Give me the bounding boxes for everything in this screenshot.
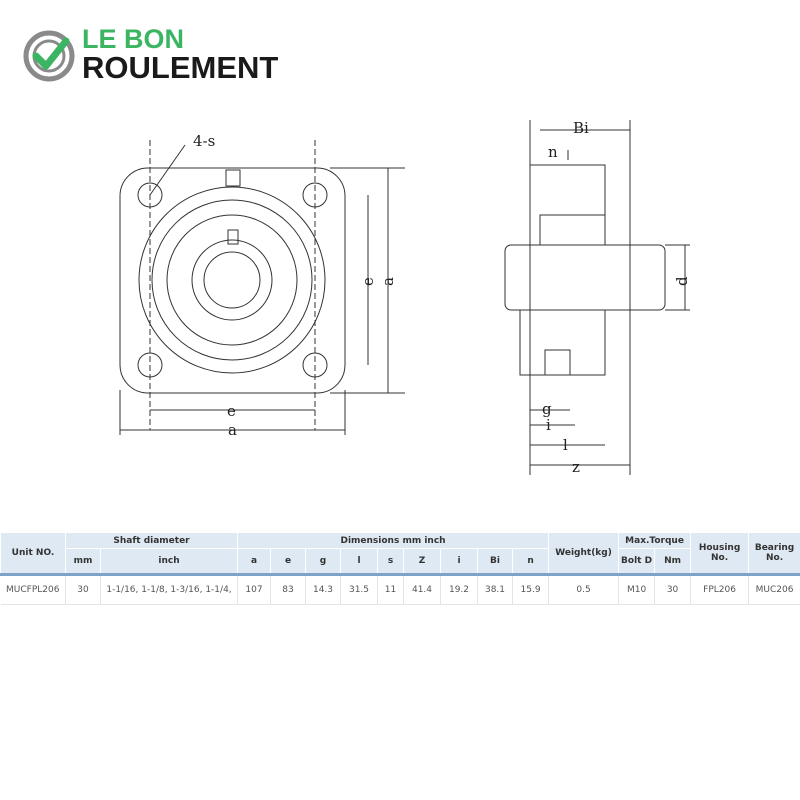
label-d: d — [673, 276, 691, 286]
technical-drawing: 4-s e a e a Bi n d g i l z — [119, 119, 691, 476]
label-i: i — [546, 416, 551, 434]
header-n: n — [511, 548, 550, 575]
header-e: e — [270, 548, 306, 575]
cell-e: 83 — [270, 573, 306, 605]
logo-line2: ROULEMENT — [82, 50, 279, 85]
cell-bi: 38.1 — [477, 573, 513, 605]
header-nm: Nm — [654, 548, 692, 575]
cell-z: 41.4 — [403, 573, 441, 605]
header-bolt: Bolt D — [618, 548, 656, 575]
cell-l: 31.5 — [340, 573, 378, 605]
header-i: i — [440, 548, 478, 575]
side-view: Bi n d g i l z — [504, 119, 691, 476]
header-bearing: Bearing No. — [748, 532, 800, 575]
header-l: l — [340, 548, 378, 575]
table-row: MUCFPL206 30 1-1/16, 1-1/8, 1-3/16, 1-1/… — [0, 573, 800, 605]
label-a-vertical: a — [379, 277, 397, 286]
label-n: n — [548, 143, 558, 161]
label-4s: 4-s — [193, 132, 215, 150]
logo-line1: LE BON — [82, 24, 185, 54]
label-g: g — [542, 400, 552, 418]
header-s: s — [377, 548, 404, 575]
label-l: l — [563, 436, 568, 454]
cell-nm: 30 — [654, 573, 692, 605]
cell-i: 19.2 — [440, 573, 478, 605]
spec-table: Unit NO. Shaft diameter Dimensions mm in… — [0, 532, 800, 605]
cell-inch: 1-1/16, 1-1/8, 1-3/16, 1-1/4, — [100, 573, 238, 605]
header-torque: Max.Torque — [618, 532, 692, 549]
label-a-horizontal: a — [228, 421, 237, 439]
cell-n: 15.9 — [512, 573, 550, 605]
label-e-horizontal: e — [227, 402, 236, 420]
cell-unit: MUCFPL206 — [0, 573, 66, 605]
cell-weight: 0.5 — [548, 573, 620, 605]
header-dims: Dimensions mm inch — [236, 532, 550, 549]
front-view: 4-s e a e a — [119, 132, 405, 439]
cell-a: 107 — [237, 573, 271, 605]
header-inch: inch — [100, 548, 238, 575]
header-a: a — [237, 548, 271, 575]
cell-s: 11 — [377, 573, 404, 605]
header-mm: mm — [65, 548, 101, 575]
header-housing: Housing No. — [690, 532, 750, 575]
label-Bi: Bi — [573, 119, 589, 137]
header-unit: Unit NO. — [0, 532, 66, 575]
header-shaft: Shaft diameter — [65, 532, 238, 549]
label-z: z — [572, 458, 580, 476]
header-z: Z — [403, 548, 441, 575]
cell-bearing: MUC206 — [748, 573, 800, 605]
cell-g: 14.3 — [305, 573, 341, 605]
label-e-vertical: e — [359, 277, 377, 286]
header-g: g — [305, 548, 341, 575]
header-bi: Bi — [477, 548, 513, 575]
cell-mm: 30 — [65, 573, 101, 605]
logo: LE BON ROULEMENT — [22, 24, 302, 86]
cell-housing: FPL206 — [690, 573, 750, 605]
header-weight: Weight(kg) — [548, 532, 620, 575]
cell-bolt: M10 — [618, 573, 656, 605]
bearing-check-icon — [23, 30, 75, 82]
